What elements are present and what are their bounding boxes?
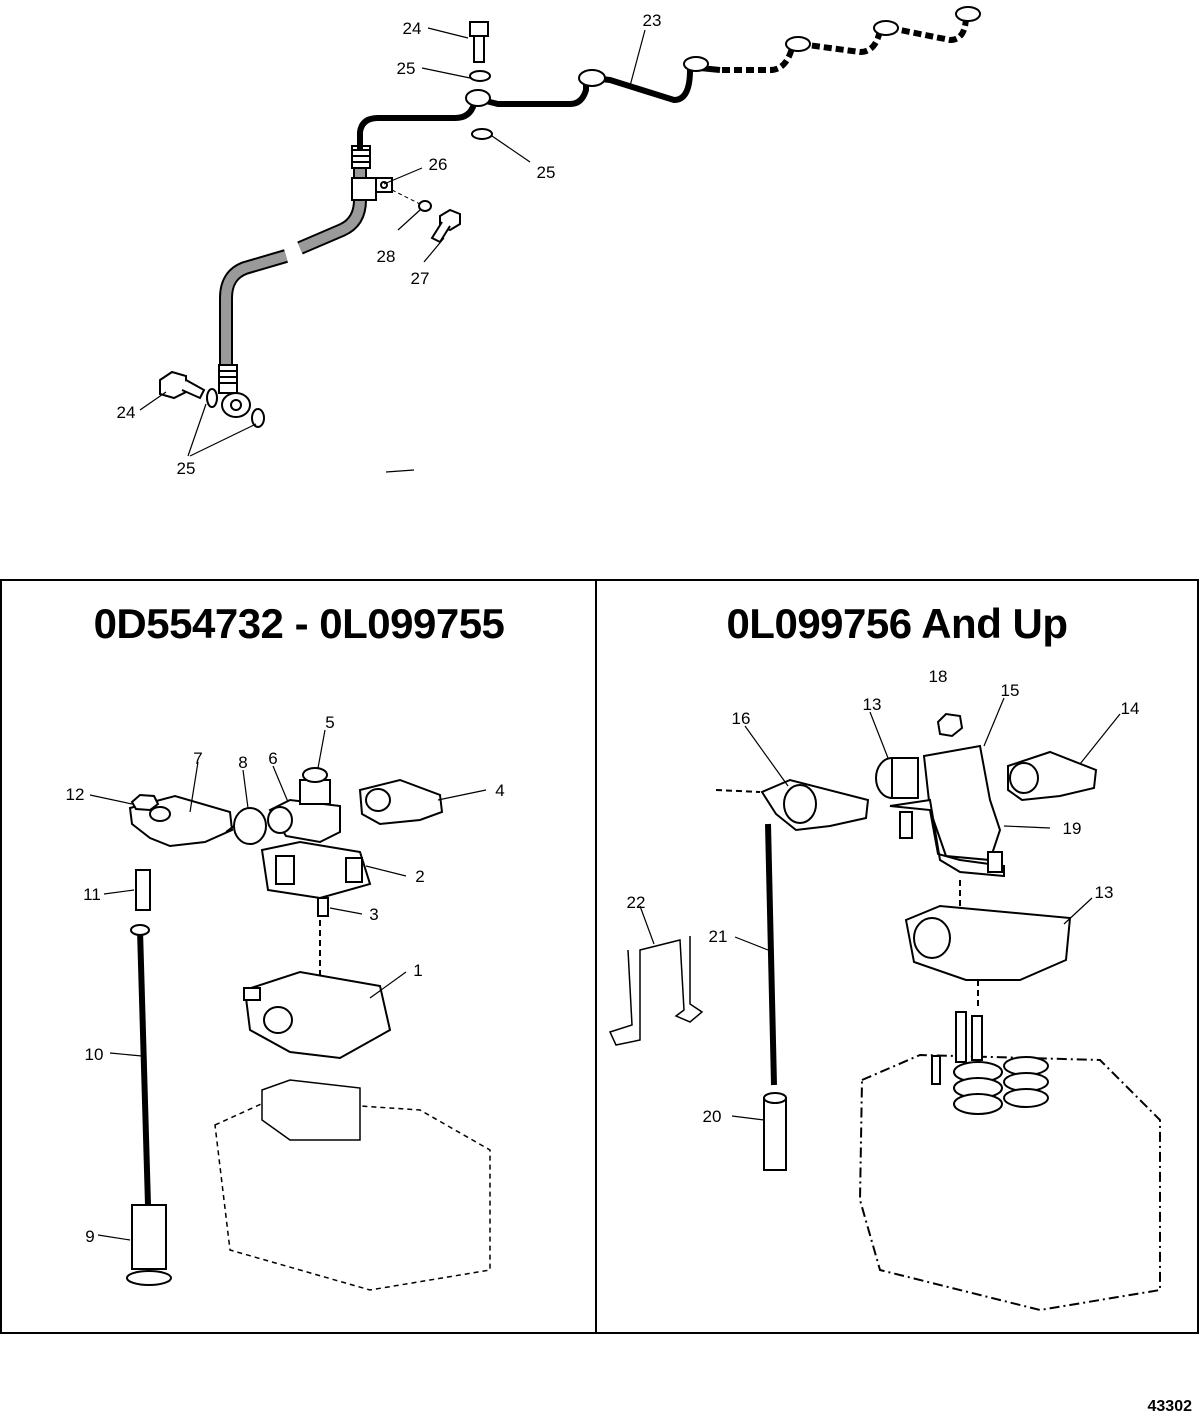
callout-labels: 24 25 23 25 26 28 27 24 25 12 7 8 6 5 4 …: [66, 11, 1140, 1246]
callout-1: 1: [413, 961, 422, 980]
callout-6: 6: [268, 749, 277, 768]
callout-5: 5: [325, 713, 334, 732]
left-panel-title: 0D554732 - 0L099755: [93, 600, 505, 647]
callout-21: 21: [709, 927, 728, 946]
callout-22: 22: [627, 893, 646, 912]
callout-16: 16: [732, 709, 751, 728]
callout-7: 7: [193, 749, 202, 768]
callout-20: 20: [703, 1107, 722, 1126]
callout-13: 13: [1095, 883, 1114, 902]
callout-23: 23: [643, 11, 662, 30]
callout-27: 27: [411, 269, 430, 288]
right-panel-title: 0L099756 And Up: [726, 600, 1068, 647]
callout-2: 2: [415, 867, 424, 886]
callout-24: 24: [403, 19, 422, 38]
left-rocker-assembly: [126, 767, 491, 1291]
callout-9: 9: [85, 1227, 94, 1246]
callout-25: 25: [397, 59, 416, 78]
callout-19: 19: [1063, 819, 1082, 838]
callout-13: 13: [863, 695, 882, 714]
callout-18: 18: [929, 667, 948, 686]
callout-3: 3: [369, 905, 378, 924]
callout-14: 14: [1121, 699, 1140, 718]
fuel-line-assembly: [159, 6, 981, 428]
callout-24: 24: [117, 403, 136, 422]
leader-lines: [89, 27, 1121, 1241]
callout-10: 10: [85, 1045, 104, 1064]
panel-frame: [0, 579, 1199, 1334]
callout-12: 12: [66, 785, 85, 804]
callout-4: 4: [495, 781, 504, 800]
callout-25: 25: [177, 459, 196, 478]
callout-26: 26: [429, 155, 448, 174]
figure-id: 43302: [1147, 1398, 1193, 1415]
callout-28: 28: [377, 247, 396, 266]
callout-8: 8: [238, 753, 247, 772]
callout-15: 15: [1001, 681, 1020, 700]
right-rocker-assembly: [608, 712, 1161, 1312]
callout-11: 11: [83, 885, 101, 904]
callout-25: 25: [537, 163, 556, 182]
